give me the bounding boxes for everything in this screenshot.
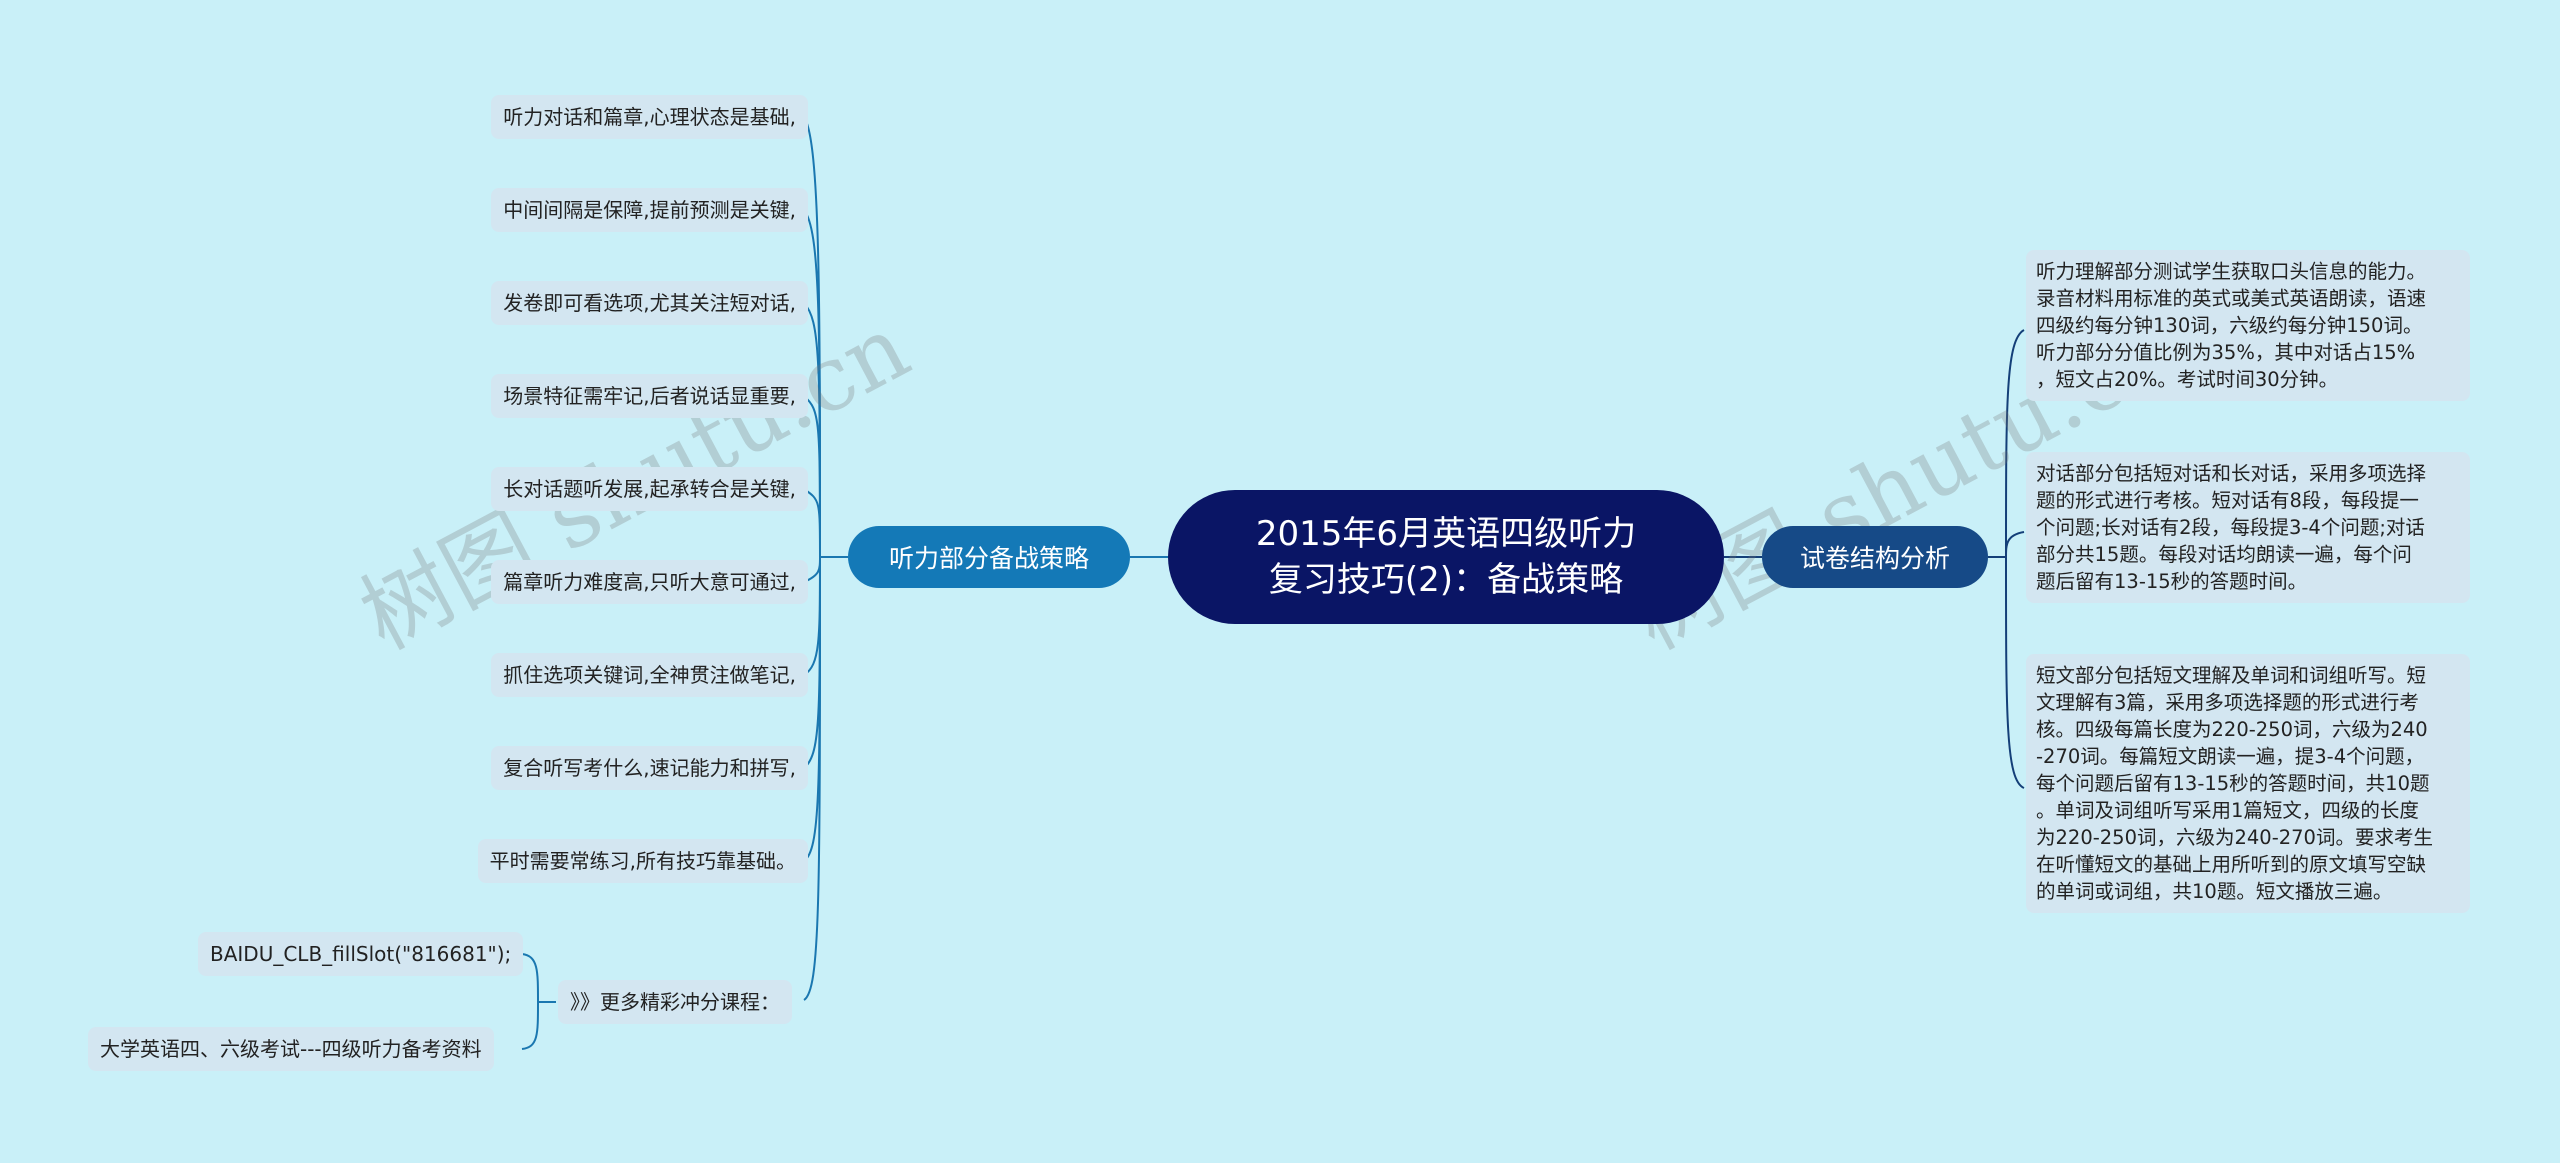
strategy-item-text: 发卷即可看选项,尤其关注短对话, <box>503 291 796 315</box>
strategy-item[interactable]: 场景特征需牢记,后者说话显重要, <box>491 374 808 418</box>
strategy-item[interactable]: 中间间隔是保障,提前预测是关键, <box>491 188 808 232</box>
branch-test-structure[interactable]: 试卷结构分析 <box>1762 526 1988 588</box>
paragraph-line: 为220-250词，六级为240-270词。要求考生 <box>2036 826 2433 849</box>
strategy-item[interactable]: 发卷即可看选项,尤其关注短对话, <box>491 281 808 325</box>
paragraph-line: 部分共15题。每段对话均朗读一遍，每个问 <box>2036 543 2412 566</box>
paragraph-line: ，短文占20%。考试时间30分钟。 <box>2036 368 2339 391</box>
paragraph-line: -270词。每篇短文朗读一遍，提3-4个问题， <box>2036 745 2425 768</box>
more-courses-node[interactable]: 》》更多精彩冲分课程： <box>558 980 792 1024</box>
paragraph-line: 。单词及词组听写采用1篇短文，四级的长度 <box>2036 799 2419 822</box>
paragraph-line: 听力理解部分测试学生获取口头信息的能力。 <box>2036 260 2427 283</box>
branch-listening-strategy[interactable]: 听力部分备战策略 <box>848 526 1130 588</box>
more-courses-child-text: 大学英语四、六级考试---四级听力备考资料 <box>100 1037 482 1061</box>
paragraph-line: 每个问题后留有13-15秒的答题时间，共10题 <box>2036 772 2430 795</box>
paragraph-line: 听力部分分值比例为35%，其中对话占15% <box>2036 341 2416 364</box>
strategy-item-text: 中间间隔是保障,提前预测是关键, <box>503 198 796 222</box>
paragraph-line: 文理解有3篇，采用多项选择题的形式进行考 <box>2036 691 2419 714</box>
more-courses-child[interactable]: 大学英语四、六级考试---四级听力备考资料 <box>88 1027 494 1071</box>
structure-paragraph-passage[interactable]: 短文部分包括短文理解及单词和词组听写。短 文理解有3篇，采用多项选择题的形式进行… <box>2026 654 2470 913</box>
branch-label: 听力部分备战策略 <box>888 544 1089 573</box>
strategy-item-text: 复合听写考什么,速记能力和拼写, <box>503 756 796 780</box>
paragraph-line: 对话部分包括短对话和长对话，采用多项选择 <box>2036 462 2427 485</box>
more-courses-label: 》》更多精彩冲分课程： <box>570 990 780 1014</box>
more-courses-child[interactable]: BAIDU_CLB_fillSlot("816681"); <box>198 932 524 976</box>
strategy-item-text: 篇章听力难度高,只听大意可通过, <box>503 570 796 594</box>
strategy-item-text: 听力对话和篇章,心理状态是基础, <box>503 105 796 129</box>
strategy-item-text: 场景特征需牢记,后者说话显重要, <box>503 384 796 408</box>
paragraph-line: 核。四级每篇长度为220-250词，六级为240 <box>2036 718 2428 741</box>
root-topic[interactable]: 2015年6月英语四级听力 复习技巧(2)：备战策略 <box>1168 490 1724 624</box>
structure-paragraph-dialogue[interactable]: 对话部分包括短对话和长对话，采用多项选择 题的形式进行考核。短对话有8段，每段提… <box>2026 452 2470 603</box>
structure-paragraph-listening[interactable]: 听力理解部分测试学生获取口头信息的能力。 录音材料用标准的英式或美式英语朗读，语… <box>2026 250 2470 401</box>
paragraph-line: 个问题;长对话有2段，每段提3-4个问题;对话 <box>2036 516 2425 539</box>
paragraph-line: 录音材料用标准的英式或美式英语朗读，语速 <box>2036 287 2427 310</box>
more-courses-child-text: BAIDU_CLB_fillSlot("816681"); <box>210 942 512 966</box>
strategy-item[interactable]: 抓住选项关键词,全神贯注做笔记, <box>491 653 808 697</box>
paragraph-line: 题的形式进行考核。短对话有8段，每段提一 <box>2036 489 2419 512</box>
paragraph-line: 题后留有13-15秒的答题时间。 <box>2036 570 2308 593</box>
strategy-item-text: 平时需要常练习,所有技巧靠基础。 <box>489 849 796 873</box>
strategy-item-text: 长对话题听发展,起承转合是关键, <box>503 477 796 501</box>
paragraph-line: 的单词或词组，共10题。短文播放三遍。 <box>2036 880 2393 903</box>
root-title-line1: 2015年6月英语四级听力 <box>1255 514 1637 554</box>
root-title-line2: 复习技巧(2)：备战策略 <box>1268 560 1624 600</box>
strategy-item[interactable]: 平时需要常练习,所有技巧靠基础。 <box>477 839 808 883</box>
paragraph-line: 四级约每分钟130词，六级约每分钟150词。 <box>2036 314 2423 337</box>
branch-label: 试卷结构分析 <box>1799 544 1950 573</box>
strategy-item[interactable]: 长对话题听发展,起承转合是关键, <box>491 467 808 511</box>
strategy-item-text: 抓住选项关键词,全神贯注做笔记, <box>503 663 796 687</box>
paragraph-line: 短文部分包括短文理解及单词和词组听写。短 <box>2036 664 2427 687</box>
strategy-item[interactable]: 复合听写考什么,速记能力和拼写, <box>491 746 808 790</box>
strategy-item[interactable]: 篇章听力难度高,只听大意可通过, <box>491 560 808 604</box>
strategy-item[interactable]: 听力对话和篇章,心理状态是基础, <box>491 95 808 139</box>
paragraph-line: 在听懂短文的基础上用所听到的原文填写空缺 <box>2036 853 2427 876</box>
